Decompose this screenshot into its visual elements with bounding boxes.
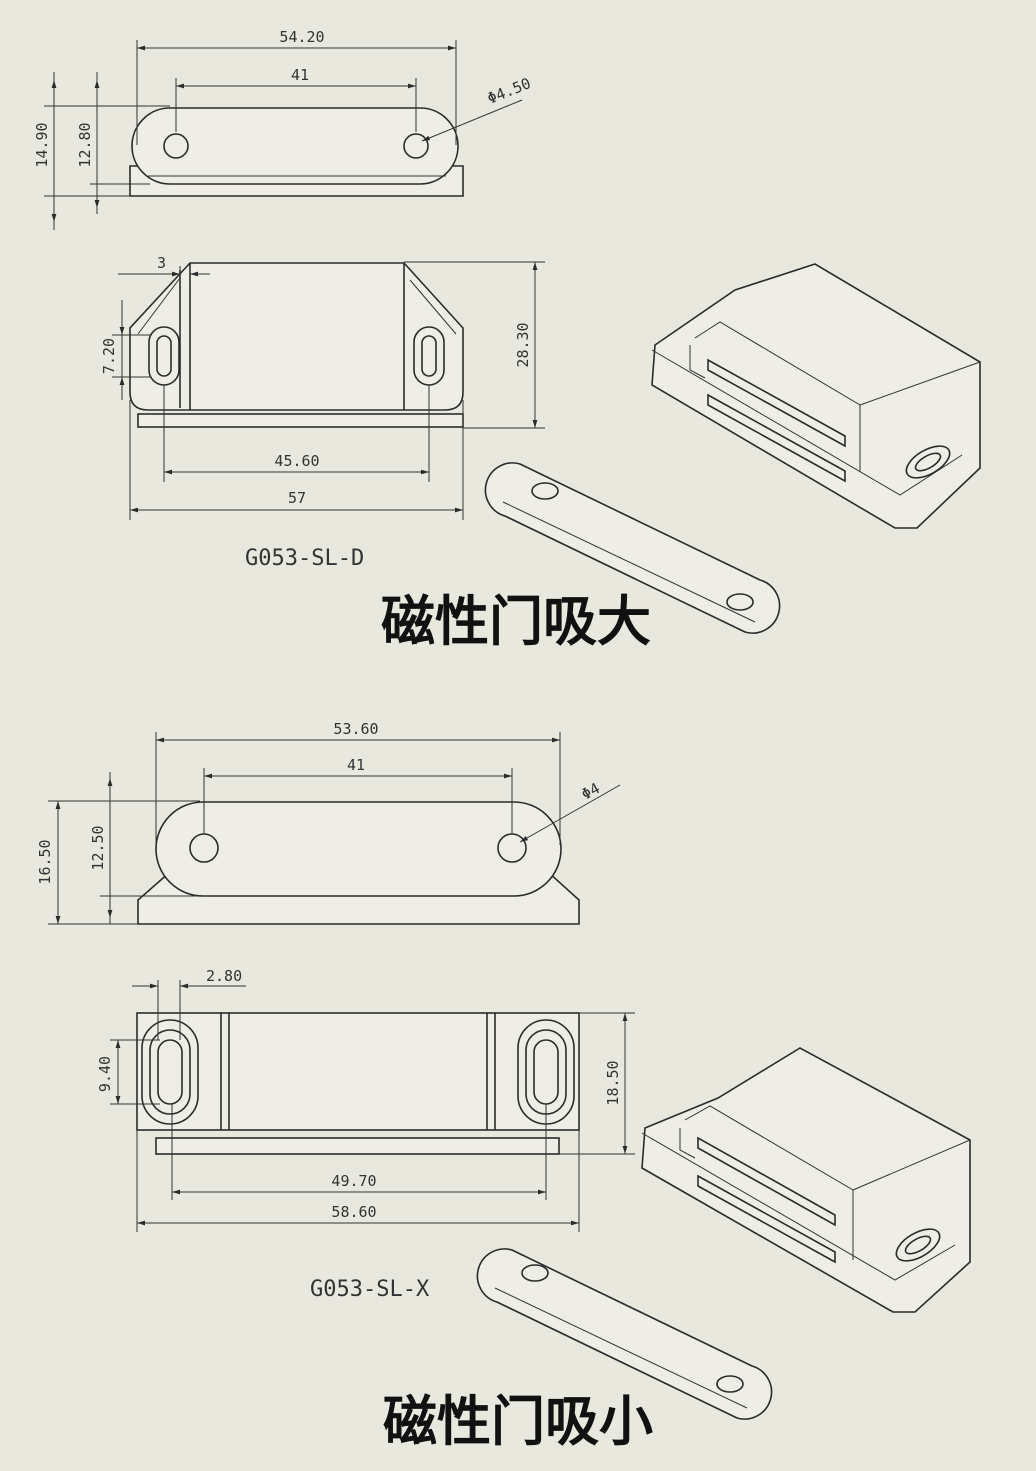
- large-dim-slot-len: 7.20: [100, 338, 118, 374]
- small-dim-wall: 2.80: [206, 967, 242, 985]
- small-dim-hole-spacing: 41: [347, 756, 365, 774]
- large-caption: 磁性门吸大: [381, 590, 651, 653]
- small-dim-slot-spacing: 49.70: [331, 1172, 376, 1190]
- large-dim-slot-spacing: 45.60: [274, 452, 319, 470]
- large-isometric-view: [651, 263, 981, 529]
- large-top-view: 54.20 41 Φ4.50 14.90 12.80: [33, 28, 533, 230]
- small-isometric-view: [641, 1047, 971, 1313]
- small-caption: 磁性门吸小: [383, 1390, 653, 1453]
- large-dim-hole-dia: Φ4.50: [485, 74, 534, 108]
- large-dim-depth: 28.30: [514, 322, 532, 367]
- large-dim-height-outer: 14.90: [33, 122, 51, 167]
- large-dim-height-inner: 12.80: [76, 122, 94, 167]
- small-dim-depth: 18.50: [604, 1060, 622, 1105]
- small-top-view: 53.60 41 Φ4 16.50 12.50: [36, 720, 621, 925]
- small-dim-height-outer: 16.50: [36, 839, 54, 884]
- large-model-label: G053-SL-D: [245, 546, 364, 571]
- small-model-label: G053-SL-X: [310, 1277, 430, 1302]
- small-front-view: 49.70 58.60 18.50 9.40 2.80: [96, 967, 635, 1232]
- small-dim-overall-width: 53.60: [333, 720, 378, 738]
- small-dim-slot-len: 9.40: [96, 1056, 114, 1092]
- large-dim-overall-width: 54.20: [279, 28, 324, 46]
- small-dim-hole-dia: Φ4: [578, 779, 602, 803]
- small-dim-base-width: 58.60: [331, 1203, 376, 1221]
- large-front-view: 45.60 57 28.30 7.20 3: [100, 254, 545, 520]
- large-dim-hole-spacing: 41: [291, 66, 309, 84]
- large-strike-plate: [484, 462, 781, 634]
- large-dim-base-width: 57: [288, 489, 306, 507]
- large-dim-wall: 3: [157, 254, 166, 272]
- small-strike-plate: [476, 1248, 773, 1420]
- small-dim-height-inner: 12.50: [89, 825, 107, 870]
